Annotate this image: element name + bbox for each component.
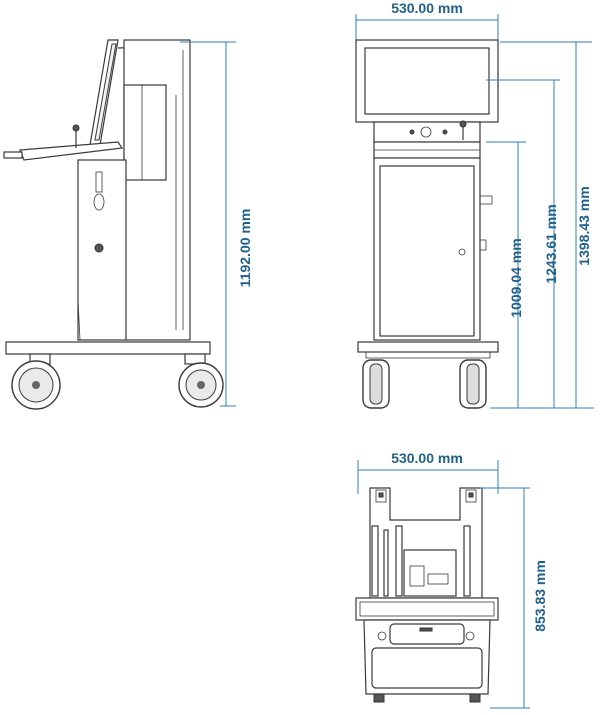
bottom-depth-label: 853.83 mm <box>532 560 548 632</box>
side-view: 1192.00 mm <box>3 39 253 410</box>
front-base <box>357 341 499 353</box>
cabinet-height-label: 1009.04 mm <box>508 238 524 317</box>
top-view-work-surface <box>355 597 499 621</box>
door-handle <box>458 248 466 256</box>
side-base <box>5 341 211 355</box>
side-wheel-right <box>178 362 224 408</box>
front-view: 530.00 mm 1009.04 mm 124 <box>355 0 594 409</box>
top-width-label: 530.00 mm <box>391 0 463 16</box>
bottom-width-label: 530.00 mm <box>391 450 463 466</box>
side-height-label: 1192.00 mm <box>237 209 253 288</box>
total-height-label: 1398.43 mm <box>576 186 592 265</box>
panel-height-label: 1243.61 mm <box>543 204 559 283</box>
top-view: 530.00 mm 853.83 mm <box>355 450 548 709</box>
side-work-surface <box>19 141 124 161</box>
front-cabinet-door <box>379 165 475 337</box>
side-wheel-left <box>11 360 61 410</box>
